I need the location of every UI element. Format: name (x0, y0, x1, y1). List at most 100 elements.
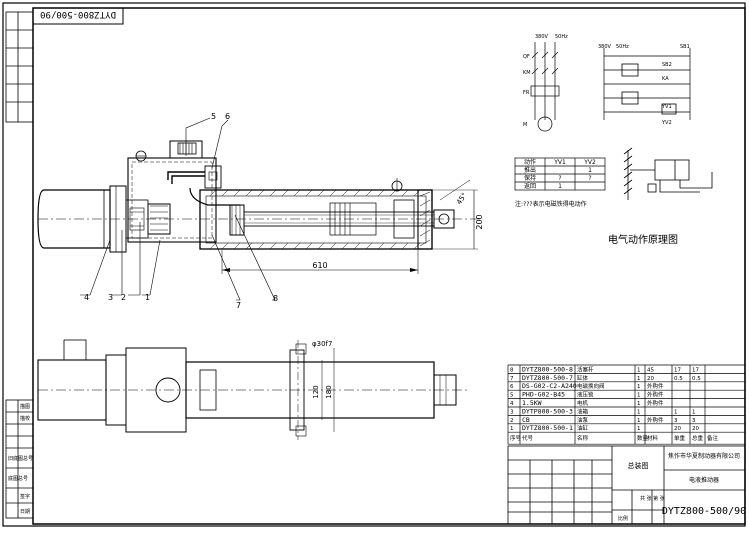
schematic-title: 电气动作原理图 (608, 233, 678, 246)
logic-table-text: 动作 YV1 YV2 推出 1 保持 ? ? 返回 1 (524, 158, 596, 190)
end-cap (417, 189, 433, 250)
balloon: 1 (145, 293, 150, 302)
scale-label: 比例 (618, 515, 628, 522)
logic-header: 动作 (524, 158, 536, 166)
title-block (507, 445, 746, 525)
voltage-label: 380V (598, 44, 612, 50)
part-balloons (80, 117, 276, 301)
hydraulic-lock (204, 165, 222, 189)
bom-cell-material: 外购件 (647, 416, 664, 424)
length-dimension: 610 (312, 261, 327, 270)
bom-header: 数量 (637, 434, 649, 442)
left-margin-top-strip (5, 11, 34, 123)
bom-header: 备注 (707, 434, 719, 442)
bore-dimension: φ30f7 (312, 340, 332, 348)
circuit-tag: KM (523, 70, 531, 76)
bom-cell-material: 20 (647, 376, 654, 382)
angle-dimension: 45° (455, 191, 469, 206)
bom-cell-code: CB (522, 416, 530, 424)
circuit-tag: M (523, 122, 527, 128)
balloon: 4 (84, 293, 89, 302)
bom-grid (507, 364, 746, 445)
balloon: 7 (236, 301, 241, 310)
bom-cell-code: PHD-G02-B45 (522, 391, 565, 399)
outer-frame (2, 2, 746, 527)
balloon: 6 (225, 112, 230, 121)
inner-border (32, 7, 746, 525)
bom-cell-no: 2 (510, 418, 514, 424)
logic-header: YV1 (553, 159, 566, 166)
hydraulic-symbol (623, 147, 713, 200)
bom-cell-name: 活塞杆 (577, 365, 594, 373)
bom-cell-total: 20 (692, 426, 699, 432)
bom-cell-qty: 1 (637, 418, 641, 424)
bom-header: 单重 (674, 434, 686, 442)
voltage-label: 50Hz (616, 44, 629, 50)
balloon: 5 (211, 112, 216, 121)
cylinder-body (199, 189, 433, 250)
height-dimension: 200 (475, 214, 484, 229)
bom-cell-no: 8 (510, 367, 514, 373)
control-circuit-labels: 380V 50Hz SB1 SB2 KA YV1 YV2 (598, 44, 690, 126)
company-name: 焦作市华夏制动器有限公司 (668, 452, 740, 460)
plan-dimension: 120 (312, 385, 320, 398)
balloon: 3 (108, 293, 113, 302)
bom-header: 序号 (510, 434, 522, 442)
bom-cell-qty: 1 (637, 367, 641, 373)
logic-cell: 1 (558, 183, 562, 190)
left-margin-labels: 描图 描校 旧底图总号 底图总号 签字 日期 (8, 403, 33, 515)
bom-cell-weight: 0.5 (674, 376, 683, 382)
bom-cell-name: 油泵 (577, 416, 589, 424)
bom-cell-no: 5 (510, 393, 514, 399)
logic-cell: 返回 (524, 183, 536, 190)
circuit-tag: FR (523, 90, 530, 96)
pump (147, 203, 171, 235)
bom-cell-weight: 3 (674, 418, 678, 424)
bom-cell-qty: 1 (637, 401, 641, 407)
voltage-label: 50Hz (555, 34, 568, 40)
bom-cell-weight: 20 (674, 426, 681, 432)
left-margin-bottom-strip (5, 399, 34, 519)
logic-table (514, 157, 606, 191)
bom-cell-name: 电机 (577, 399, 589, 407)
plan-dimension: 180 (325, 385, 333, 398)
sheet-label: 共 张 第 张 (640, 495, 665, 502)
schematic-note: 注:???表示电磁铁得电动作 (515, 200, 587, 208)
pipe (167, 171, 205, 180)
rod-eye (433, 209, 455, 229)
assembly-label: 总装图 (628, 461, 649, 470)
balloon-labels: 1 2 3 4 5 6 7 8 (84, 112, 278, 310)
bom-cell-code: 1.5KW (522, 399, 542, 407)
balloon: 2 (121, 293, 126, 302)
margin-label: 签字 (20, 493, 30, 500)
motor-body (37, 189, 111, 249)
bom-cell-name: 油缸 (577, 424, 589, 432)
bom-cell-name: 缸体 (577, 374, 589, 382)
control-tag: YV1 (661, 104, 672, 110)
margin-label: 底图总号 (8, 475, 28, 482)
margin-label: 描校 (20, 415, 30, 422)
bom-cell-total: 3 (692, 418, 696, 424)
front-view: 45° 610 200 (37, 140, 484, 274)
bom-cell-material: 45 (647, 367, 654, 373)
bom-cell-no: 4 (510, 401, 514, 407)
bom-cell-name: 液压锁 (577, 391, 594, 399)
bom-cell-material: 外购件 (647, 399, 664, 407)
section-hatch (209, 189, 421, 250)
bom-cell-code: DYTZ800-500-8 (522, 365, 573, 373)
title-block-text: 焦作市华夏制动器有限公司 总装图 电液推动器 比例 共 张 第 张 DYTZ80… (618, 452, 746, 522)
bom-cell-no: 1 (510, 426, 514, 432)
drawing-title: 电液推动器 (689, 476, 719, 484)
control-circuit (603, 48, 691, 120)
control-tag: YV2 (661, 120, 672, 126)
bom-cell-code: DYTP800-500-3 (522, 407, 573, 415)
logic-cell: ? (588, 175, 591, 182)
logic-cell: ? (558, 175, 561, 182)
bom-cell-qty: 1 (637, 426, 641, 432)
bom-cell-no: 3 (510, 409, 514, 415)
logic-cell: 保持 (524, 174, 536, 182)
bom-cell-name: 油箱 (577, 407, 589, 415)
bom-header: 名称 (577, 434, 589, 442)
corner-drawing-code: DYTZ800-500/90 (40, 9, 116, 19)
